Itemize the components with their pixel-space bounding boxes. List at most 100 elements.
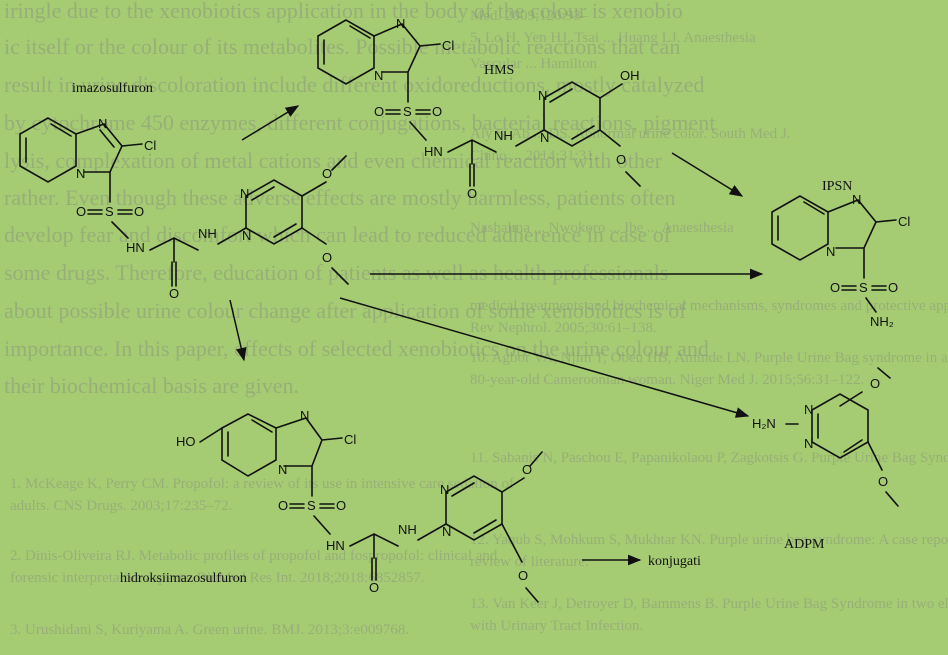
atom-s: S [859, 280, 868, 295]
atom-n: N [540, 130, 549, 145]
arrow-to-hydroxy [229, 299, 247, 362]
atom-ho: HO [176, 434, 196, 449]
bg-ref: 5. Lo H, Yen HJ, Tsai ... Huang LJ. Anae… [470, 30, 756, 46]
bg-ref: Med. 2009;120:93– [470, 8, 589, 24]
atom-cl: Cl [442, 38, 454, 53]
atom-nh: NH [494, 128, 513, 143]
adpm-structure: O N N H₂N O ADPM [752, 367, 899, 552]
atom-o: O [134, 204, 144, 219]
atom-n: N [374, 68, 383, 83]
atom-n: N [278, 462, 287, 477]
pyridine-ring [771, 195, 829, 261]
pyrimidine-ring [417, 475, 503, 541]
bg-ref: 13. Van Keer J, Detroyer D, Bammens B. P… [470, 596, 948, 612]
pyrimidine-ring [515, 81, 601, 147]
atom-o: O [322, 166, 332, 181]
pyridine-ring [221, 413, 277, 477]
bg-ref: medical treatments and biochemical mecha… [470, 298, 948, 314]
bg-line: by cytochrome 450 enzymes, different con… [4, 110, 715, 135]
imidazole-ring [827, 199, 877, 249]
compound-label-hydroxy: hidroksiimazosulfuron [120, 571, 247, 586]
atom-n: N [396, 16, 405, 31]
compound-label-hms: HMS [484, 63, 514, 78]
atom-o: O [878, 474, 888, 489]
atom-o: O [522, 462, 532, 477]
bg-line: importance. In this paper, effects of se… [4, 336, 709, 361]
atom-n: N [300, 408, 309, 423]
compound-label-conjugates: konjugati [648, 554, 701, 569]
imidazole-ring [275, 417, 323, 467]
bg-ref: adults. CNS Drugs. 2003;17:235–72. [10, 498, 233, 514]
atom-oh: OH [620, 68, 640, 83]
compound-label-adpm: ADPM [784, 537, 825, 552]
bg-line: result in urine discoloration include di… [4, 72, 704, 97]
atom-o: O [336, 498, 346, 513]
bg-ref: Rev Nephrol. 2005;30:61–138. [470, 320, 657, 336]
atom-o: O [369, 580, 379, 595]
pyrimidine-ring [217, 179, 303, 245]
ipsn-structure: IPSN N N Cl S O O NH₂ [771, 179, 910, 329]
atom-n: N [538, 88, 547, 103]
atom-cl: Cl [144, 138, 156, 153]
atom-o: O [467, 186, 477, 201]
atom-o: O [870, 376, 880, 391]
bg-ref: Chino ... 2014;31:31. [470, 148, 598, 164]
bg-ref: 2. Dinis-Oliveira RJ. Metabolic profiles… [10, 548, 498, 564]
bg-line: rather. Even though these adverse effect… [4, 185, 676, 210]
atom-n: N [440, 482, 449, 497]
atom-hn: HN [126, 240, 145, 255]
bg-ref: forensic interpretative aspects. BioMed … [10, 570, 425, 586]
bg-ref: 80-year-old Cameroonian woman. Niger Med… [470, 372, 864, 388]
atom-cl: Cl [898, 214, 910, 229]
atom-o: O [76, 204, 86, 219]
atom-s: S [307, 498, 316, 513]
arrow-to-hms [241, 105, 300, 141]
bg-line: their biochemical basis are given. [4, 373, 299, 398]
atom-cl: Cl [344, 432, 356, 447]
atom-n: N [804, 402, 813, 417]
bg-ref: 3. Urushidani S, Kuriyama A. Green urine… [10, 622, 409, 638]
bg-ref: 1. McKeage K, Perry CM. Propofol: a revi… [10, 476, 514, 492]
arrow-hms-to-ipsn [671, 152, 744, 197]
atom-nh: NH [398, 522, 417, 537]
hms-structure: N N Cl HMS S O O HN O NH N N OH O [317, 16, 641, 201]
atom-n: N [826, 244, 835, 259]
atom-o: O [432, 104, 442, 119]
atom-o: O [518, 568, 528, 583]
bg-line: about possible urine colour change after… [4, 298, 687, 323]
atom-nh: NH [198, 226, 217, 241]
atom-n: N [240, 186, 249, 201]
bg-ref: Vascular ... Hamilton [470, 56, 598, 72]
bg-ref: 10. Agbor VA, Njim T, Obeu HB, Aminde LN… [470, 350, 948, 366]
atom-n: N [852, 192, 861, 207]
atom-o: O [374, 104, 384, 119]
atom-h2n: H₂N [752, 416, 776, 431]
atom-n: N [76, 166, 85, 181]
atom-o: O [830, 280, 840, 295]
atom-o: O [169, 286, 179, 301]
bg-ref: Aly S, Ab ... DS. Abnormal urine color. … [470, 126, 790, 142]
atom-s: S [105, 204, 114, 219]
atom-o: O [888, 280, 898, 295]
bg-ref: with Urinary Tract Infection. [470, 618, 643, 634]
compound-label-imazosulfuron: imazosulfuron [72, 81, 153, 96]
atom-o: O [616, 152, 626, 167]
atom-o: O [278, 498, 288, 513]
pyrimidine-ring [811, 393, 869, 459]
bg-ref: 12. Yaqub S, Mohkum S, Mukhtar KN. Purpl… [470, 532, 948, 548]
bg-ref: 11. Sabanis N, Paschou E, Papanikolaou P… [470, 450, 948, 466]
atom-n: N [442, 524, 451, 539]
atom-hn: HN [326, 538, 345, 553]
bg-ref: review of literature. [470, 554, 589, 570]
compound-label-ipsn: IPSN [822, 179, 852, 194]
atom-nh2: NH₂ [870, 314, 894, 329]
atom-s: S [403, 104, 412, 119]
bg-line: ic itself or the colour of its metabolit… [4, 34, 680, 59]
atom-n: N [242, 228, 251, 243]
atom-o: O [322, 250, 332, 265]
atom-n: N [804, 436, 813, 451]
hydroxy-structure: HO N N Cl S O O HN O NH N N O O hidroksi… [120, 408, 701, 603]
reaction-arrows [229, 105, 764, 566]
